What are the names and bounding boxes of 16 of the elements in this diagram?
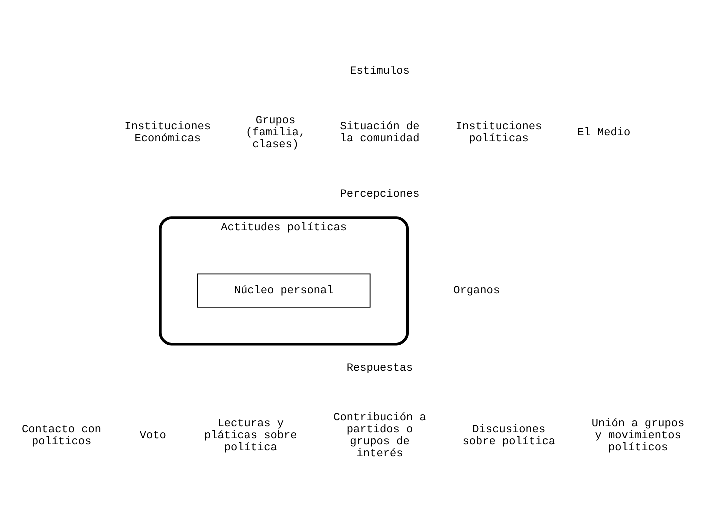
label: Organos [454, 286, 500, 298]
label: Contribución a partidos o grupos de interés [334, 412, 426, 460]
label: Situación de la comunidad [340, 121, 420, 146]
node-box: Núcleo personal [197, 274, 371, 308]
label: El Medio [578, 127, 631, 140]
label: Contacto con políticos [22, 424, 102, 448]
label: Percepciones [340, 188, 420, 201]
label: Unión a grupos y movimientos políticos [592, 418, 685, 454]
label: Grupos (familia, clases) [246, 116, 306, 152]
label: Respuestas [346, 363, 414, 376]
label: Discusiones sobre política [462, 424, 556, 448]
label: Voto [140, 430, 166, 442]
label: Instituciones Económicas [124, 121, 211, 146]
label: Instituciones políticas [456, 121, 542, 146]
label: Lecturas y pláticas sobre política [204, 418, 298, 454]
label: Estímulos [350, 66, 410, 78]
